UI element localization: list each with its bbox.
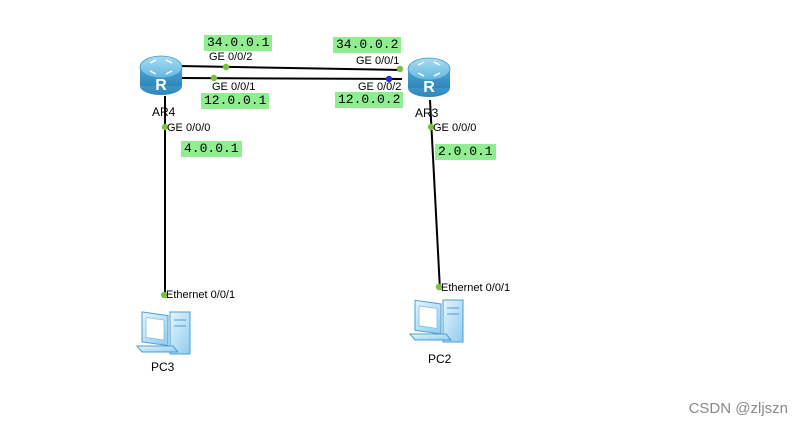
port-label-ar3-ge000: GE 0/0/0 xyxy=(433,122,477,134)
port-label-ar4-ge001: GE 0/0/1 xyxy=(212,81,256,93)
port-dot-ar4-ge002 xyxy=(222,63,230,71)
pc3-icon[interactable] xyxy=(135,311,191,355)
port-dot-ar3-ge002 xyxy=(385,75,393,83)
port-label-ar4-ge000: GE 0/0/0 xyxy=(167,122,211,134)
pc2-icon[interactable] xyxy=(408,299,464,343)
device-label-ar3: AR3 xyxy=(415,106,439,120)
ip-label-ar3-ge002: 12.0.0.2 xyxy=(335,92,404,108)
device-label-pc3: PC3 xyxy=(151,360,175,374)
port-dot-ar4-ge001 xyxy=(210,74,218,82)
device-label-ar4: AR4 xyxy=(152,105,176,119)
port-label-ar4-ge002: GE 0/0/2 xyxy=(209,51,253,63)
router-ar4-icon[interactable]: R xyxy=(139,55,183,95)
svg-text:R: R xyxy=(423,79,435,96)
port-dot-pc3-eth xyxy=(160,291,168,299)
port-label-pc3-eth: Ethernet 0/0/1 xyxy=(166,289,236,301)
link-ar3-pc2 xyxy=(429,99,441,291)
ip-label-ar4-ge001: 12.0.0.1 xyxy=(201,93,270,109)
port-label-ar3-ge002: GE 0/0/2 xyxy=(358,81,402,93)
ip-label-ar3-ge000: 2.0.0.1 xyxy=(435,144,496,160)
ip-label-ar4-ge000: 4.0.0.1 xyxy=(181,141,242,157)
device-label-pc2: PC2 xyxy=(428,352,452,366)
port-label-ar3-ge001: GE 0/0/1 xyxy=(356,55,400,67)
watermark: CSDN @zljszn xyxy=(688,400,788,417)
port-label-pc2-eth: Ethernet 0/0/1 xyxy=(441,282,511,294)
port-dot-pc2-eth xyxy=(435,283,443,291)
router-ar3-icon[interactable]: R xyxy=(407,57,451,97)
port-dot-ar3-ge001 xyxy=(396,65,404,73)
port-dot-ar4-ge000 xyxy=(161,123,169,131)
ip-label-ar3-ge001: 34.0.0.2 xyxy=(333,37,402,53)
port-dot-ar3-ge000 xyxy=(427,123,435,131)
svg-text:R: R xyxy=(155,77,167,94)
ip-label-ar4-ge002: 34.0.0.1 xyxy=(204,35,273,51)
link-ar4-ar3-34 xyxy=(179,65,403,71)
